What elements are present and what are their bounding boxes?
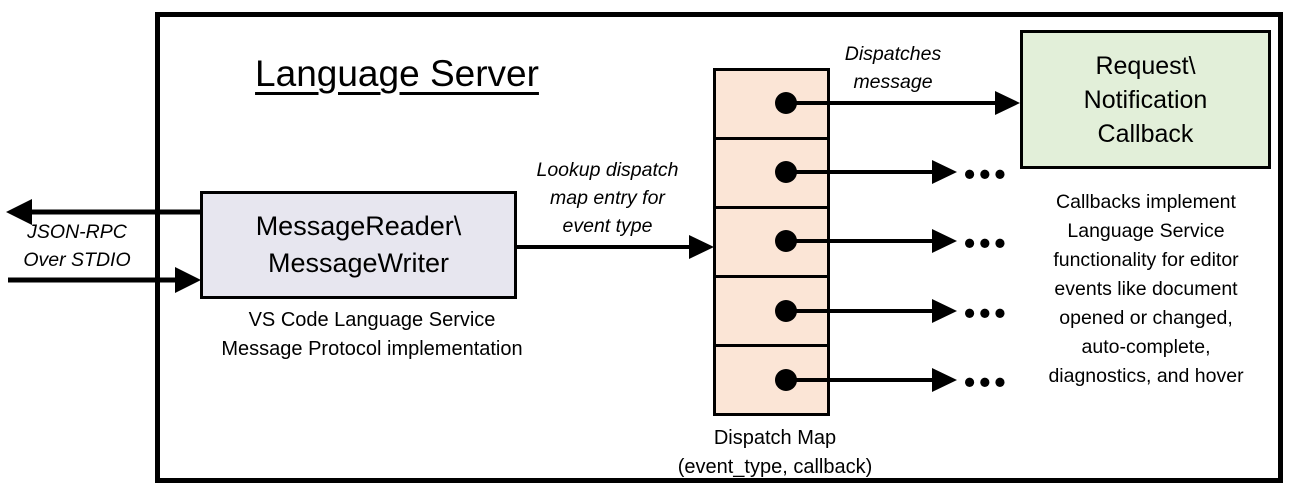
message-reader-writer-box: MessageReader\ MessageWriter — [200, 191, 517, 299]
request-notification-callback-box: Request\ Notification Callback — [1020, 30, 1271, 169]
dispatch-map-cell — [716, 344, 827, 413]
dispatch-map-caption: Dispatch Map (event_type, callback) — [677, 427, 873, 478]
lookup-dispatch-label: Lookup dispatch map entry for event type — [536, 159, 679, 237]
dispatches-message-label: Dispatches message — [844, 43, 942, 93]
dispatch-map-cell — [716, 275, 827, 344]
json-rpc-stdio-label: JSON-RPC Over STDIO — [23, 221, 131, 271]
ellipsis-icon: ••• — [964, 295, 1010, 331]
language-server-boundary-box — [155, 12, 1283, 483]
ellipsis-icon: ••• — [964, 364, 1010, 400]
dispatch-map-box — [713, 68, 830, 416]
ellipsis-icon: ••• — [964, 156, 1010, 192]
callbacks-note: Callbacks implement Language Service fun… — [1048, 191, 1244, 387]
message-reader-writer-caption: VS Code Language Service Message Protoco… — [221, 309, 523, 360]
ellipsis-icon: ••• — [964, 225, 1010, 261]
dispatch-map-cell — [716, 71, 827, 137]
diagram-title: Language Server — [255, 53, 539, 94]
dispatch-map-cell — [716, 206, 827, 275]
dispatch-map-cell — [716, 137, 827, 206]
